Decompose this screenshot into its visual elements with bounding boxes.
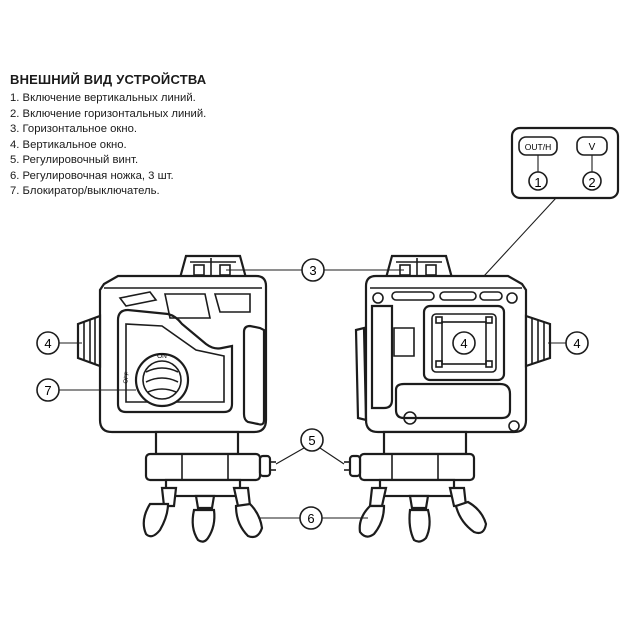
callout-6-group: 6	[258, 506, 368, 530]
right-feet	[358, 478, 488, 543]
left-feet	[142, 478, 264, 543]
left-horizontal-window	[178, 254, 248, 280]
left-base	[144, 452, 276, 482]
out-h-button-label: OUT/H	[525, 142, 551, 152]
legend-item-4: 4. Вертикальное окно.	[10, 138, 127, 151]
right-body	[364, 274, 528, 434]
switch-on-label: ON	[157, 353, 167, 360]
callout-4-right-circle	[565, 331, 589, 355]
left-body	[98, 274, 268, 434]
callout-2: 2	[588, 175, 595, 190]
callout-4-center-group: 4	[452, 331, 476, 355]
callout-5: 5	[308, 433, 315, 448]
left-side-knob	[76, 314, 102, 368]
legend-item-7: 7. Блокиратор/выключатель.	[10, 185, 160, 197]
callout-1-circle	[528, 171, 548, 191]
lock-switch: ON OFF	[123, 352, 190, 408]
right-base	[344, 452, 476, 482]
right-vertical-window	[422, 304, 506, 382]
callout-6-circle	[299, 506, 323, 530]
legend-item-2: 2. Включение горизонтальных линий.	[10, 107, 207, 120]
control-panel: OUT/H V 1 2	[483, 126, 620, 277]
callout-1: 1	[534, 175, 541, 190]
right-adjust-screw	[348, 454, 362, 478]
legend: ВНЕШНИЙ ВИД УСТРОЙСТВА 1. Включение верт…	[10, 72, 206, 200]
legend-title: ВНЕШНИЙ ВИД УСТРОЙСТВА	[10, 72, 207, 87]
callout-5-group: 5	[275, 428, 345, 465]
switch-off-label: OFF	[123, 371, 131, 384]
callout-4-right-group: 4	[548, 331, 589, 355]
right-horizontal-window	[384, 254, 454, 280]
callout-6: 6	[307, 511, 314, 526]
callout-4-left-group: 4	[36, 331, 82, 355]
legend-item-3: 3. Горизонтальное окно.	[10, 123, 138, 135]
callout-4-center-circle	[452, 331, 476, 355]
callout-2-circle	[582, 171, 602, 191]
callout-3-circle	[301, 258, 325, 282]
callout-4-center: 4	[460, 336, 467, 351]
left-adjust-screw	[258, 454, 272, 478]
right-side-knob	[524, 314, 552, 368]
left-device: ON OFF	[76, 254, 276, 543]
legend-item-6: 6. Регулировочная ножка, 3 шт.	[10, 169, 174, 182]
callout-3: 3	[309, 263, 316, 278]
legend-item-5: 5. Регулировочный винт.	[10, 154, 139, 166]
right-device	[344, 254, 552, 543]
callout-7-group: 7	[36, 378, 136, 402]
legend-item-1: 1. Включение вертикальных линий.	[10, 92, 196, 104]
callout-4-left: 4	[44, 336, 51, 351]
callout-5-circle	[300, 428, 324, 452]
callout-4-right: 4	[573, 336, 580, 351]
legend-list: 1. Включение вертикальных линий. 2. Вклю…	[10, 91, 206, 200]
callout-7: 7	[44, 383, 51, 398]
v-button-label: V	[589, 142, 596, 153]
callout-3-group: 3	[226, 258, 404, 282]
panel-leader-line	[483, 197, 557, 277]
